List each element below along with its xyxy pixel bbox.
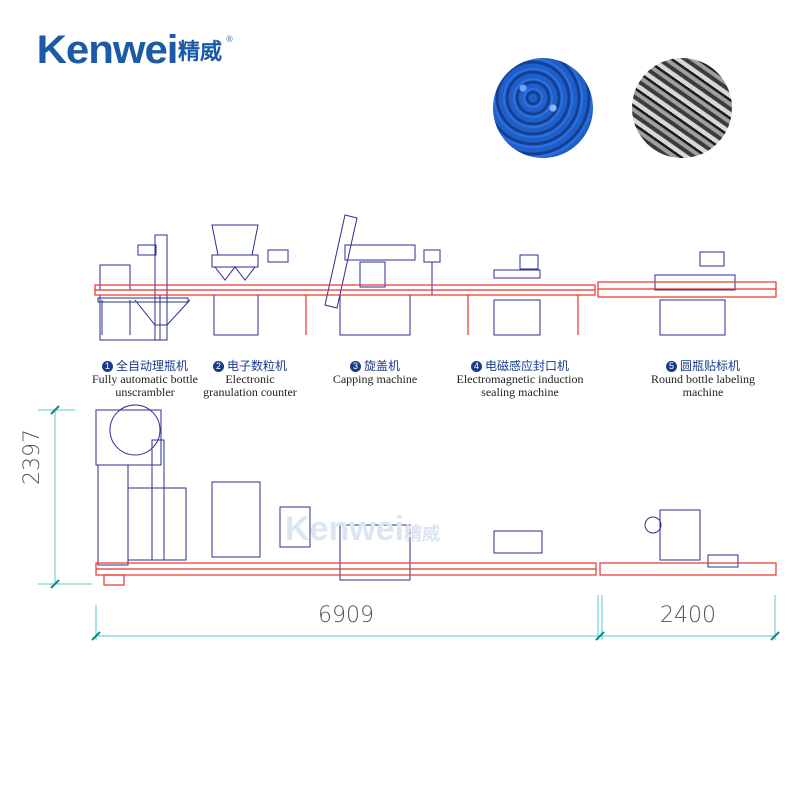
main-length-dimension: 6909 bbox=[318, 603, 374, 628]
watermark: Kenwei精威 bbox=[285, 510, 441, 548]
brand-logo: Kenwei 精威 ® bbox=[36, 28, 233, 72]
blue-pellets-image bbox=[493, 58, 593, 158]
secondary-length-dimension: 2400 bbox=[660, 603, 716, 628]
plan-view-diagram bbox=[38, 404, 780, 641]
brand-name-en: Kenwei bbox=[36, 28, 179, 72]
metal-bolts-image bbox=[632, 58, 732, 158]
registered-mark: ® bbox=[226, 34, 233, 44]
brand-name-cn: 精威 bbox=[178, 40, 223, 65]
side-elevation-diagram bbox=[94, 214, 777, 341]
height-dimension: 2397 bbox=[20, 429, 45, 485]
